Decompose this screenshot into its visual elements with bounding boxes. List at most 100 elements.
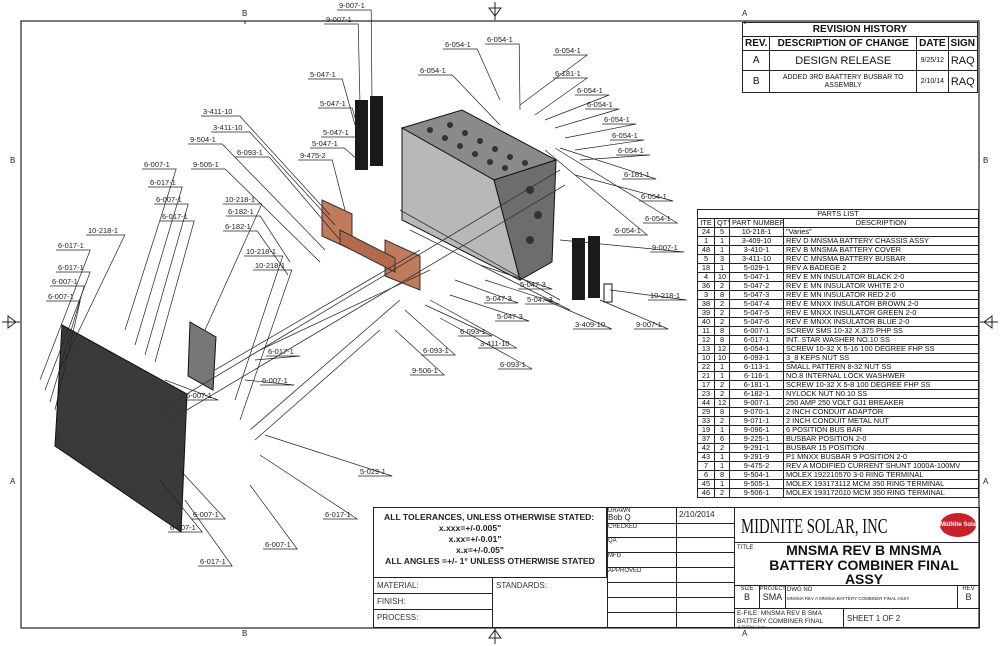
zone-labels: B A B A B A B A (10, 9, 989, 638)
part-callout: 9-007-1 (339, 1, 365, 10)
part-callout: 3-411-10 (480, 339, 509, 348)
qty-cell: 2 (714, 299, 730, 309)
qty-cell: 2 (714, 389, 730, 399)
item-cell: 42 (697, 443, 715, 453)
parts-list-title: PARTS LIST (697, 209, 979, 219)
part-number-cell: 3-411-10 (729, 254, 784, 264)
drawing-title: MNSMA REV B MNSMA BATTERY COMBINER FINAL… (769, 542, 959, 587)
item-cell: 19 (697, 425, 715, 435)
part-callout: 6-017-1 (58, 263, 84, 272)
part-number-cell: 9-291-9 (729, 452, 784, 462)
part-callout: 6-054-1 (641, 192, 667, 201)
qty-cell: 8 (714, 470, 730, 480)
part-number-cell: 9-505-1 (729, 479, 784, 489)
leader-line (534, 77, 589, 116)
leader-line (201, 115, 331, 216)
leader-line (424, 304, 493, 337)
part-callout: 6-007-1 (170, 523, 196, 532)
sign-cell: RAQ (947, 70, 979, 93)
qty-cell: 1 (714, 461, 730, 471)
item-cell: 43 (697, 452, 715, 462)
checked-cell: CHECKED (607, 523, 677, 538)
qty-cell: 1 (714, 425, 730, 435)
part-callout: 6-181-1 (624, 170, 650, 179)
sheet-number: SHEET 1 OF 2 (843, 608, 980, 628)
part-callout: 6-054-1 (487, 35, 513, 44)
part-callout: 6-093-1 (460, 327, 486, 336)
leader-line (164, 379, 219, 401)
part-callout: 10-218-1 (255, 261, 285, 270)
column-header: DESCRIPTION (783, 218, 979, 228)
part-callout: 6-007-1 (48, 292, 74, 301)
qty-cell: 8 (714, 290, 730, 300)
part-callout: 5-047-3 (527, 295, 553, 304)
part-callout: 9-506-1 (412, 366, 438, 375)
mfg-cell: MFG (607, 552, 677, 568)
badge (603, 283, 613, 303)
drawn-label: DRAWN (608, 508, 631, 514)
description-cell: REV E MNXX INSULATOR BROWN 2-0 (783, 299, 979, 309)
qty-cell: 12 (714, 344, 730, 354)
description-cell: 2 INCH CONDUIT ADAPTOR (783, 407, 979, 417)
leader-line (223, 230, 289, 276)
item-cell: 46 (697, 488, 715, 498)
item-cell: 12 (697, 335, 715, 345)
date-cell: 2/10/14 (916, 70, 949, 93)
part-callout: 9-505-1 (193, 160, 219, 169)
leader-line (429, 299, 517, 349)
rev-cell: B (741, 70, 771, 93)
qty-cell: 2 (714, 317, 730, 327)
drawn-cell: DRAWN Bob Q (607, 507, 677, 524)
leader-line (574, 174, 674, 202)
efile-label: E-FILE: (737, 610, 760, 617)
item-cell: 44 (697, 398, 715, 408)
part-number-cell: 6-181-1 (729, 380, 784, 390)
description-cell: REV E MN INSULATOR RED 2-0 (783, 290, 979, 300)
date-cell: 9/25/12 (916, 50, 949, 71)
part-number-cell: 10-218-1 (729, 227, 784, 237)
item-cell: 23 (697, 389, 715, 399)
description-cell: SCREW SMS 10-32 X.375 PHP SS (783, 326, 979, 336)
part-number-cell: 5-047-5 (729, 308, 784, 318)
zone-label: B (983, 156, 988, 165)
leader-line (519, 54, 589, 106)
tolerance-heading: ALL TOLERANCES, UNLESS OTHERWISE STATED: (384, 512, 595, 522)
part-callout: 5-047-3 (486, 294, 512, 303)
item-cell: 38 (697, 299, 715, 309)
description-cell: ADDED 3RD BAATTERY BUSBAR TO ASSEMBLY (769, 70, 918, 93)
item-cell: 18 (697, 263, 715, 273)
leader-line (559, 239, 685, 253)
qty-cell: 1 (714, 236, 730, 246)
qty-cell: 8 (714, 326, 730, 336)
item-cell: 7 (697, 461, 715, 471)
description-cell: REV E MNXX INSULATOR BLUE 2-0 (783, 317, 979, 327)
item-cell: 37 (697, 434, 715, 444)
item-cell: 22 (697, 362, 715, 372)
leader-line (404, 309, 457, 356)
leader-line (134, 186, 183, 346)
part-callout: 10-218-1 (88, 226, 118, 235)
leader-line (226, 215, 291, 263)
leader-line (418, 74, 501, 126)
leader-line (159, 479, 203, 533)
item-cell: 4 (697, 272, 715, 282)
part-callout: 9-475-2 (300, 151, 326, 160)
part-callout: 6-007-1 (52, 277, 78, 286)
part-number-cell: 9-096-1 (729, 425, 784, 435)
part-callout: 6-054-1 (445, 40, 471, 49)
qty-cell: 8 (714, 407, 730, 417)
leader-line (264, 434, 393, 477)
part-callout: 6-054-1 (587, 100, 613, 109)
drawn-date: 2/10/2014 (676, 507, 735, 524)
